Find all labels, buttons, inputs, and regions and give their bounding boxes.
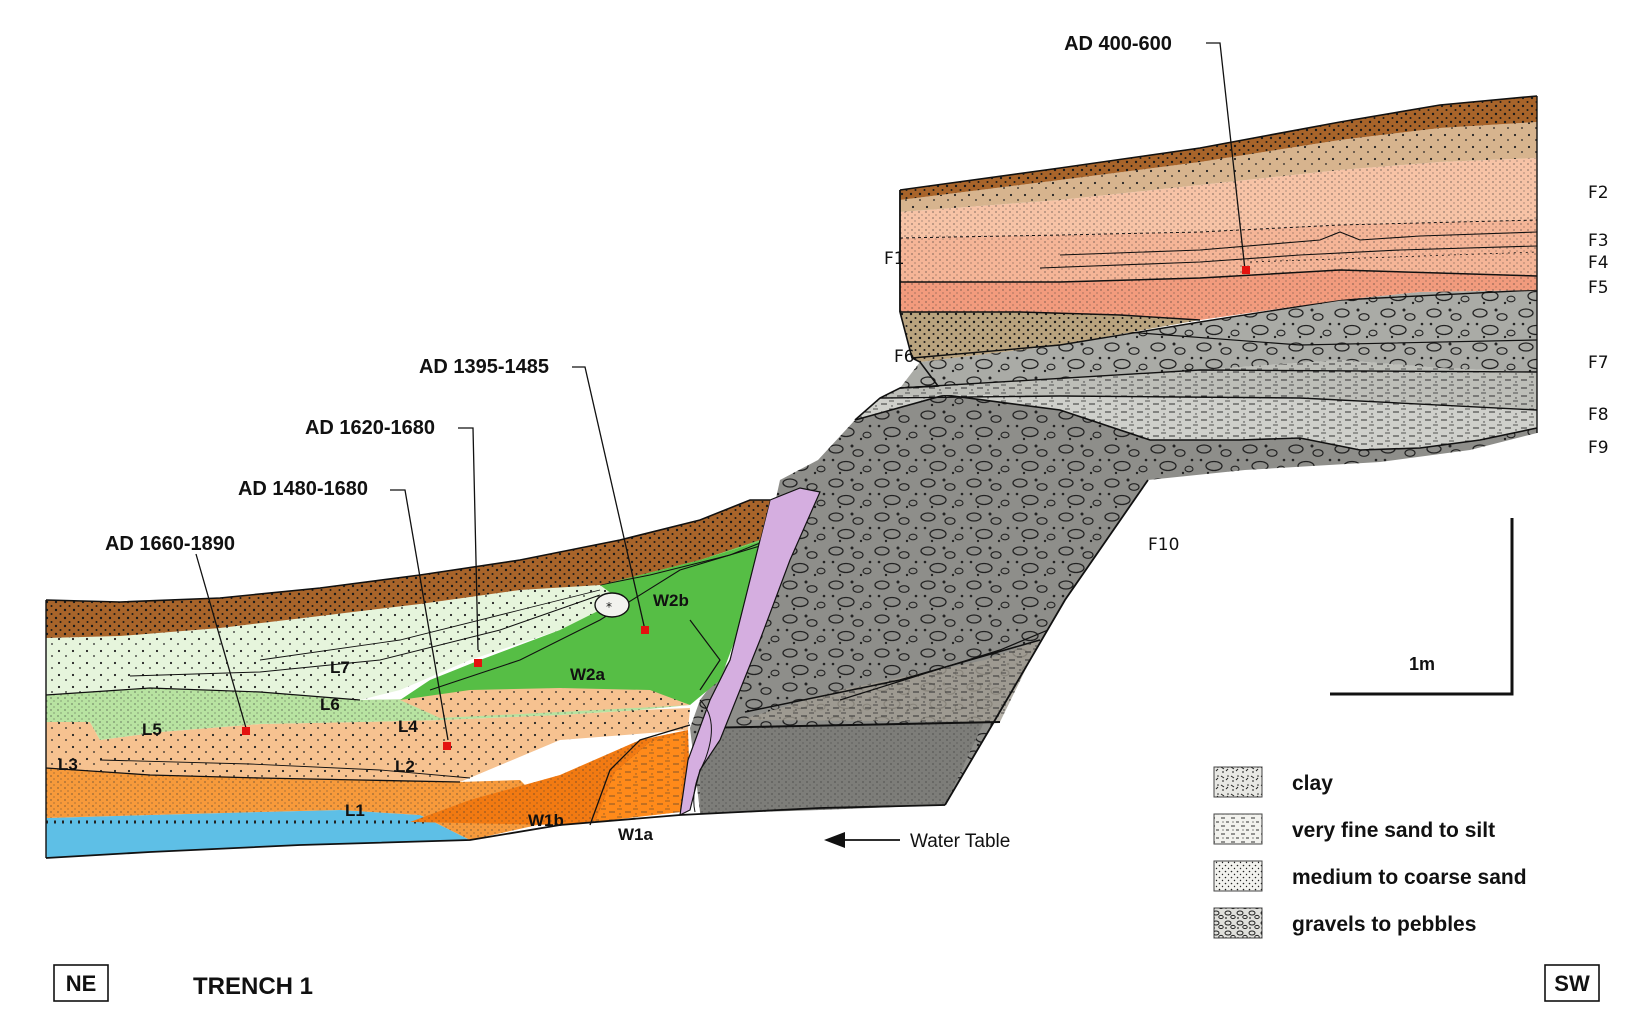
- date-label: AD 1620-1680: [305, 417, 435, 439]
- date-marker: [641, 626, 649, 634]
- unit-label-f10: F10: [1148, 535, 1179, 555]
- legend-item: gravels to pebbles: [1213, 907, 1476, 939]
- date-callout-l5: AD 1660-1890: [105, 533, 250, 735]
- date-marker: [242, 727, 250, 735]
- unit-label-w2b: W2b: [653, 591, 689, 610]
- legend-item: very fine sand to silt: [1213, 813, 1495, 845]
- unit-label-l6: L6: [320, 695, 340, 714]
- upper-terrace-strata: [690, 95, 1538, 814]
- orientation-ne: NE: [53, 964, 109, 1002]
- legend-item: medium to coarse sand: [1213, 860, 1527, 892]
- date-marker: [443, 742, 451, 750]
- unit-label-l7: L7: [330, 658, 350, 677]
- date-label: AD 400-600: [1064, 33, 1172, 55]
- svg-text:NE: NE: [66, 971, 97, 996]
- svg-text:SW: SW: [1554, 971, 1590, 996]
- date-marker: [474, 659, 482, 667]
- date-callout-f-upper: AD 400-600: [1064, 33, 1250, 274]
- water-table-indicator: Water Table: [824, 831, 1010, 852]
- unit-label-l3: L3: [58, 755, 78, 774]
- scale-label: 1m: [1409, 654, 1435, 674]
- unit-label-f4: F4: [1588, 253, 1609, 273]
- unit-label-f6: F6: [894, 347, 915, 367]
- legend-item: clay: [1213, 766, 1333, 798]
- unit-label-f9: F9: [1588, 438, 1609, 458]
- lower-trench-strata: *: [45, 487, 946, 859]
- unit-w2a: [400, 535, 780, 705]
- unit-label-l5: L5: [142, 720, 162, 739]
- unit-label-l2: L2: [395, 757, 415, 776]
- date-label: AD 1660-1890: [105, 533, 235, 555]
- unit-label-l1: L1: [345, 801, 365, 820]
- right-unit-labels: F1 F2 F3 F4 F5 F6 F7 F8 F9 F10: [884, 183, 1609, 555]
- svg-text:*: *: [606, 600, 612, 614]
- arrow-left-icon: [824, 832, 845, 848]
- date-label: AD 1395-1485: [419, 356, 549, 378]
- date-label: AD 1480-1680: [238, 478, 368, 500]
- legend: clay very fine sand to silt medium to co…: [1213, 766, 1527, 939]
- left-unit-labels: L1 L2 L3 L4 L5 L6 L7 W1a W1b W2a W2b: [58, 591, 689, 844]
- unit-label-f2: F2: [1588, 183, 1609, 203]
- unit-label-l4: L4: [398, 717, 418, 736]
- clast-w2b: [594, 592, 630, 618]
- date-callout-l4: AD 1480-1680: [238, 478, 451, 750]
- unit-water-saturated: [46, 810, 470, 858]
- date-callouts: AD 400-600 AD 1395-1485 AD 1620-1680 AD …: [105, 33, 1250, 750]
- date-marker: [1242, 266, 1250, 274]
- svg-text:gravels to pebbles: gravels to pebbles: [1292, 913, 1476, 936]
- svg-text:clay: clay: [1292, 772, 1333, 795]
- date-callout-l6: AD 1620-1680: [305, 417, 482, 667]
- trench-title: TRENCH 1: [193, 973, 313, 1000]
- date-callout-w2a: AD 1395-1485: [419, 356, 649, 634]
- unit-label-f7: F7: [1588, 353, 1609, 373]
- unit-label-f8: F8: [1588, 405, 1609, 425]
- unit-label-w1b: W1b: [528, 811, 564, 830]
- unit-label-w2a: W2a: [570, 665, 606, 684]
- svg-text:very fine sand to silt: very fine sand to silt: [1292, 819, 1495, 842]
- unit-label-w1a: W1a: [618, 825, 654, 844]
- orientation-sw: SW: [1544, 964, 1600, 1002]
- scale-bar: 1m: [1330, 518, 1514, 696]
- unit-label-f5: F5: [1588, 278, 1609, 298]
- unit-label-f1: F1: [884, 249, 905, 269]
- unit-label-f3: F3: [1588, 231, 1609, 251]
- svg-text:medium to coarse sand: medium to coarse sand: [1292, 866, 1527, 889]
- water-table-label: Water Table: [910, 831, 1010, 852]
